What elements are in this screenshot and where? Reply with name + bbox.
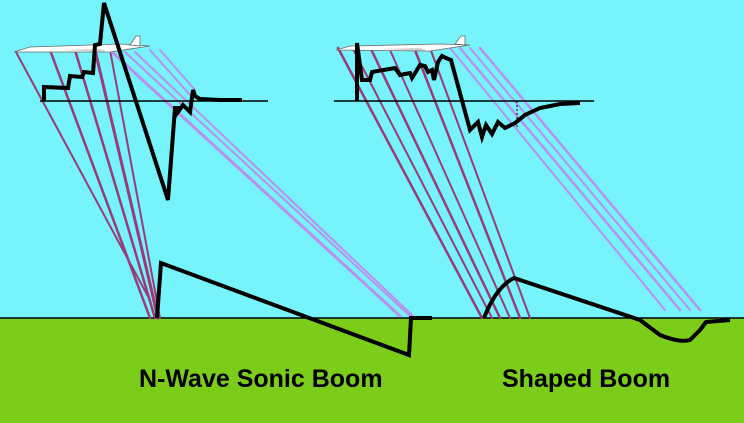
ground (0, 318, 744, 423)
ray (336, 46, 484, 320)
ray (351, 46, 493, 319)
n-wave-rays (15, 48, 414, 320)
ray (109, 49, 161, 319)
ray (93, 48, 160, 320)
ray (469, 47, 691, 311)
ray (368, 45, 502, 320)
aircraft-right (335, 35, 471, 52)
ray (389, 49, 511, 319)
shaped-boom-caption: Shaped Boom (502, 365, 671, 393)
shaped-boom-ground-signature (482, 276, 731, 343)
n-wave-caption: N-Wave Sonic Boom (139, 365, 383, 393)
ray (48, 48, 152, 320)
ray (124, 51, 411, 317)
n-wave-ground-signature (155, 260, 432, 358)
ray (110, 50, 402, 318)
ray (134, 51, 414, 317)
ray (73, 48, 157, 320)
ray (449, 47, 666, 311)
n-wave-near-field-waveform (42, 2, 242, 201)
ray (458, 46, 682, 312)
ray (429, 47, 531, 319)
shaped-boom-rays (336, 45, 702, 320)
ray (149, 49, 191, 96)
ray (413, 48, 522, 320)
ray (478, 46, 702, 312)
ray (159, 49, 196, 91)
shaped-boom-near-field-waveform (355, 42, 581, 144)
